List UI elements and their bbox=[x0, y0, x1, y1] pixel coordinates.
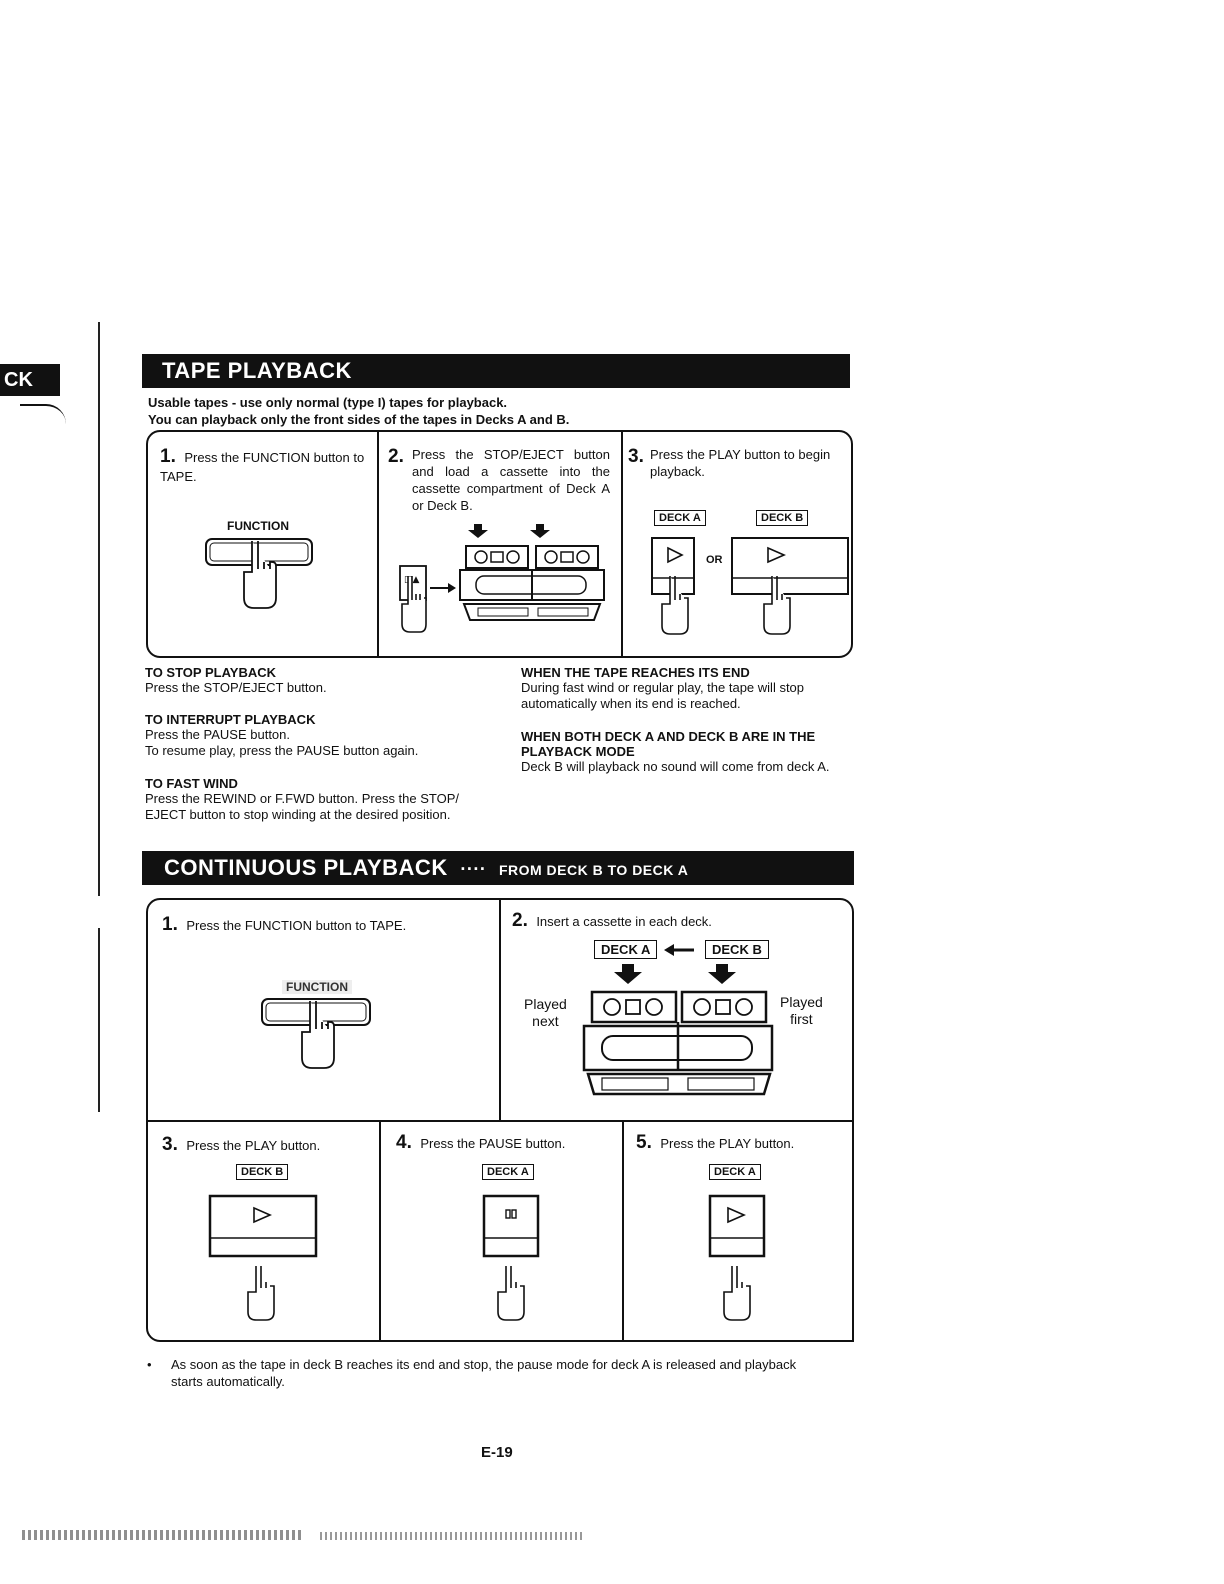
function-button-press-illustration bbox=[261, 998, 371, 1069]
tape-playback-steps-box: 1. Press the FUNCTION button to TAPE. FU… bbox=[146, 430, 853, 658]
both-decks-heading: WHEN BOTH DECK A AND DECK B ARE IN THE bbox=[521, 729, 816, 744]
stop-playback-text: Press the STOP/EJECT button. bbox=[145, 680, 327, 695]
scan-artifact bbox=[320, 1532, 582, 1540]
tape-playback-banner: TAPE PLAYBACK bbox=[142, 354, 850, 388]
step-text: Press the STOP/EJECT button and load a c… bbox=[412, 447, 610, 513]
continuous-steps-box: 1. Press the FUNCTION button to TAPE. FU… bbox=[146, 898, 854, 1342]
fast-wind-heading: TO FAST WIND bbox=[145, 776, 238, 791]
step-divider bbox=[499, 900, 501, 1122]
left-arrow-icon bbox=[664, 944, 694, 956]
cp-step-1: 1. Press the FUNCTION button to TAPE. bbox=[162, 914, 492, 936]
played-next-line: Played bbox=[524, 996, 567, 1012]
deck-a-label: DECK A bbox=[482, 1164, 534, 1180]
step-divider bbox=[622, 1120, 624, 1340]
tp-step-2: 2. Press the STOP/EJECT button and load … bbox=[388, 446, 610, 514]
step-number: 5. bbox=[636, 1132, 652, 1153]
both-decks-heading: PLAYBACK MODE bbox=[521, 744, 635, 759]
step-text: Press the FUNCTION button to TAPE. bbox=[186, 918, 407, 933]
interrupt-playback-text: Press the PAUSE button. bbox=[145, 727, 290, 742]
pause-button-press-illustration bbox=[482, 1194, 540, 1321]
tp-right-info: WHEN THE TAPE REACHES ITS END During fas… bbox=[521, 665, 861, 775]
continuous-playback-subtitle: FROM DECK B TO DECK A bbox=[498, 862, 689, 878]
step-text: Press the FUNCTION button to TAPE. bbox=[160, 450, 365, 484]
deck-b-label: DECK B bbox=[756, 510, 809, 526]
function-button-label: FUNCTION bbox=[282, 980, 352, 994]
played-next-label: Played next bbox=[524, 996, 567, 1030]
tp-step-1: 1. Press the FUNCTION button to TAPE. bbox=[160, 446, 375, 486]
deck-b-label: DECK B bbox=[705, 940, 769, 959]
step-number: 3. bbox=[162, 1134, 178, 1155]
tape-end-heading: WHEN THE TAPE REACHES ITS END bbox=[521, 665, 750, 680]
margin-rule-bottom bbox=[98, 928, 100, 1112]
played-first-label: Played first bbox=[780, 994, 823, 1028]
scan-artifact bbox=[22, 1530, 302, 1540]
margin-rule-top bbox=[98, 322, 100, 896]
step-divider bbox=[377, 432, 379, 656]
title-dashes: ···· bbox=[460, 859, 487, 879]
played-first-line: Played bbox=[780, 994, 823, 1010]
both-decks-text: Deck B will playback no sound will come … bbox=[521, 759, 830, 774]
step-divider bbox=[621, 432, 623, 656]
tp-step-3: 3. Press the PLAY button to begin playba… bbox=[628, 446, 848, 480]
step-text: Press the PAUSE button. bbox=[420, 1136, 566, 1151]
tape-end-text: automatically when its end is reached. bbox=[521, 696, 741, 711]
footnote-line: starts automatically. bbox=[171, 1374, 285, 1389]
played-first-line: first bbox=[790, 1011, 813, 1027]
step-text: Insert a cassette in each deck. bbox=[536, 914, 712, 929]
deck-a-label: DECK A bbox=[709, 1164, 761, 1180]
interrupt-playback-heading: TO INTERRUPT PLAYBACK bbox=[145, 712, 316, 727]
step-text: Press the PLAY button. bbox=[186, 1138, 321, 1153]
stop-playback-heading: TO STOP PLAYBACK bbox=[145, 665, 276, 680]
fast-wind-text: EJECT button to stop winding at the desi… bbox=[145, 807, 451, 822]
step-text: Press the PLAY button to begin playback. bbox=[650, 447, 831, 479]
play-button-press-illustration bbox=[651, 537, 849, 635]
deck-b-label: DECK B bbox=[236, 1164, 289, 1180]
footnote-line: As soon as the tape in deck B reaches it… bbox=[171, 1357, 797, 1372]
step-number: 1. bbox=[162, 914, 178, 935]
bullet-icon: • bbox=[147, 1357, 152, 1372]
cp-step-2: 2. Insert a cassette in each deck. bbox=[512, 910, 842, 932]
deck-a-label: DECK A bbox=[654, 510, 706, 526]
cp-step-5: 5. Press the PLAY button. bbox=[636, 1132, 846, 1154]
play-button-press-illustration bbox=[208, 1194, 318, 1321]
continuous-footnote: • As soon as the tape in deck B reaches … bbox=[147, 1356, 796, 1390]
play-button-press-illustration bbox=[708, 1194, 766, 1321]
step-number: 4. bbox=[396, 1132, 412, 1153]
tp-left-info: TO STOP PLAYBACK Press the STOP/EJECT bu… bbox=[145, 665, 495, 823]
fast-wind-text: Press the REWIND or F.FWD button. Press … bbox=[145, 791, 460, 806]
interrupt-playback-text: To resume play, press the PAUSE button a… bbox=[145, 743, 419, 758]
note-usable-tapes: Usable tapes - use only normal (type I) … bbox=[148, 395, 508, 410]
note-front-sides: You can playback only the front sides of… bbox=[148, 412, 570, 427]
cassette-loading-illustration: □▲ bbox=[399, 524, 605, 633]
tape-end-text: During fast wind or regular play, the ta… bbox=[521, 680, 805, 695]
step-number: 2. bbox=[512, 910, 528, 931]
step-number: 2. bbox=[388, 446, 404, 467]
cp-step-3: 3. Press the PLAY button. bbox=[162, 1134, 377, 1156]
section-tab: CK bbox=[0, 364, 60, 396]
row-divider bbox=[148, 1120, 852, 1122]
function-button-label: FUNCTION bbox=[227, 519, 289, 533]
tab-curve-decoration bbox=[20, 404, 66, 424]
step-number: 3. bbox=[628, 446, 644, 467]
dual-deck-illustration bbox=[582, 964, 774, 1096]
continuous-playback-title: CONTINUOUS PLAYBACK bbox=[164, 855, 448, 880]
deck-a-label: DECK A bbox=[594, 940, 658, 959]
continuous-playback-banner: CONTINUOUS PLAYBACK ···· FROM DECK B TO … bbox=[142, 851, 854, 885]
step-number: 1. bbox=[160, 446, 176, 467]
cp-step-4: 4. Press the PAUSE button. bbox=[396, 1132, 616, 1154]
step-divider bbox=[379, 1120, 381, 1340]
or-label: OR bbox=[706, 554, 723, 566]
played-next-line: next bbox=[532, 1013, 559, 1029]
function-button-press-illustration bbox=[205, 538, 313, 609]
step-text: Press the PLAY button. bbox=[660, 1136, 795, 1151]
page-number: E-19 bbox=[481, 1444, 513, 1461]
